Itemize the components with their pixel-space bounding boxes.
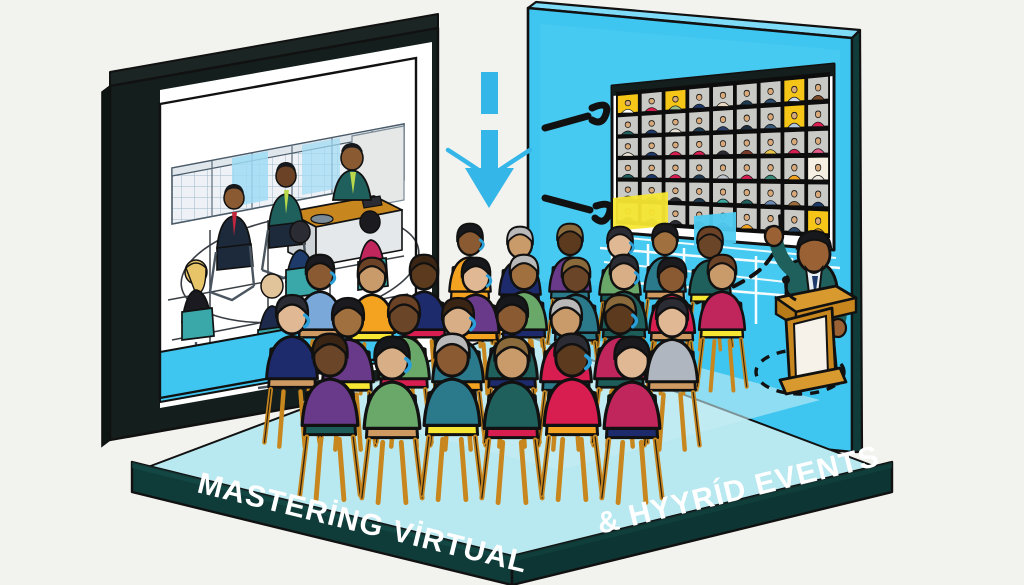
presenter-at-podium[interactable] xyxy=(763,224,858,396)
remote-attendee xyxy=(208,184,256,302)
audience-member xyxy=(695,253,749,393)
audience-member xyxy=(419,332,485,503)
audience-member xyxy=(297,332,363,503)
remote-meeting-host xyxy=(331,143,373,201)
caption-base xyxy=(130,460,894,585)
podium xyxy=(774,276,858,396)
in-person-audience xyxy=(262,222,749,506)
downward-transition-arrow xyxy=(445,72,533,208)
dashed-connection-path xyxy=(658,214,783,320)
motion-dash-marks xyxy=(541,101,614,225)
video-conference-wall[interactable] xyxy=(600,60,850,289)
audience-member xyxy=(599,335,665,506)
audience-member xyxy=(642,296,702,452)
audience-member xyxy=(359,335,425,506)
